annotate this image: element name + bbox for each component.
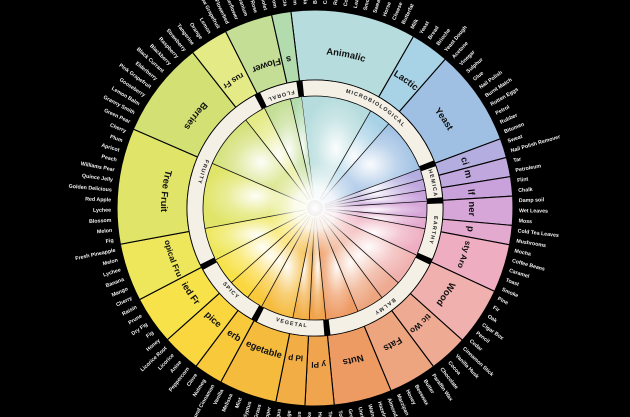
family-ring-segment[interactable] <box>259 80 300 108</box>
aroma-descriptor-label[interactable]: Peach <box>101 154 118 163</box>
aroma-descriptor-label[interactable]: Golden Delicious <box>68 184 112 194</box>
aroma-descriptor-label[interactable]: Petroleum <box>515 163 542 174</box>
aroma-descriptor-label[interactable]: Wet Leaves <box>519 208 548 214</box>
aroma-descriptor-label[interactable]: Moss <box>518 218 532 225</box>
aroma-descriptor-label[interactable]: Fig <box>145 330 155 340</box>
aroma-descriptor-label[interactable]: Cold Tea Leaves <box>517 228 559 239</box>
family-label: EARTHY <box>427 216 438 246</box>
aroma-descriptor-label[interactable]: Tea <box>326 411 333 417</box>
segment-label: Nuts <box>342 353 365 369</box>
family-ring-segment[interactable] <box>417 202 444 260</box>
family-ring-segment[interactable] <box>301 79 435 168</box>
aroma-descriptor-label[interactable]: Sweat <box>372 0 382 14</box>
aroma-descriptor-label[interactable]: Lychee <box>93 208 111 214</box>
aroma-descriptor-label[interactable]: Acacia <box>301 0 308 4</box>
aroma-descriptor-label[interactable]: Chalk <box>518 187 533 194</box>
aroma-descriptor-label[interactable]: Leather <box>353 0 363 9</box>
aroma-descriptor-label[interactable]: Mushrooms <box>516 238 547 249</box>
aroma-descriptor-label[interactable]: Fir <box>492 305 501 314</box>
aroma-descriptor-label[interactable]: Walnut <box>366 404 377 417</box>
aroma-descriptor-label[interactable]: Raw Meat <box>333 0 341 5</box>
aroma-descriptor-label[interactable]: Smoked Meat <box>363 0 377 11</box>
aroma-descriptor-label[interactable]: Unripe Nuts <box>356 406 368 417</box>
aroma-descriptor-label[interactable]: White Asparagus <box>294 411 303 417</box>
aroma-descriptor-label[interactable]: Blossom <box>89 218 112 225</box>
aroma-descriptor-label[interactable]: Oak <box>486 314 498 324</box>
aroma-descriptor-label[interactable]: Cabbage <box>284 410 293 417</box>
aroma-descriptor-label[interactable]: Green Tobacco <box>346 409 359 417</box>
aroma-descriptor-label[interactable]: Hay <box>316 412 322 417</box>
aroma-descriptor-label[interactable]: Mint <box>234 397 244 410</box>
family-ring-segment[interactable] <box>420 165 444 200</box>
aroma-descriptor-label[interactable]: Cherry <box>109 123 127 135</box>
aroma-descriptor-label[interactable]: Tobacco <box>336 410 345 417</box>
center-glow <box>269 162 361 254</box>
aroma-descriptor-label[interactable]: Fig <box>105 238 114 245</box>
aroma-descriptor-label[interactable]: Apricot <box>101 143 121 154</box>
aroma-descriptor-label[interactable]: Horse <box>382 1 393 17</box>
aroma-descriptor-label[interactable]: Tar <box>513 156 522 164</box>
aroma-descriptor-label[interactable]: Green Pepper <box>259 406 273 417</box>
family-ring-segment[interactable] <box>202 261 261 320</box>
aroma-descriptor-label[interactable]: Red Apple <box>85 197 111 204</box>
aroma-sector-group <box>116 9 514 407</box>
aroma-descriptor-label[interactable]: Melon <box>102 258 118 268</box>
family-ring-segment[interactable] <box>186 94 263 266</box>
aroma-descriptor-label[interactable]: Violet <box>259 0 268 11</box>
aroma-descriptor-label[interactable]: Melon <box>97 228 113 236</box>
aroma-descriptor-label[interactable]: Acacia <box>279 0 287 7</box>
aroma-descriptor-label[interactable]: Green Asparagus <box>269 408 283 417</box>
aroma-descriptor-label[interactable]: Flint <box>517 177 529 184</box>
aroma-descriptor-label[interactable]: Lychee <box>103 267 122 278</box>
aroma-descriptor-label[interactable]: Chestnut Blossom <box>287 0 298 6</box>
aroma-descriptor-label[interactable]: Toast <box>505 277 520 288</box>
aroma-descriptor-label[interactable]: Artichoke <box>306 412 313 417</box>
aroma-descriptor-label[interactable]: Damp soil <box>519 197 545 204</box>
aroma-descriptor-label[interactable]: Pine <box>496 296 509 306</box>
family-ring-segment[interactable] <box>255 307 326 337</box>
aroma-descriptor-label[interactable]: Cooked Meat <box>343 0 354 7</box>
aroma-descriptor-label[interactable]: Sweat <box>507 134 524 145</box>
aroma-descriptor-label[interactable]: Plum <box>109 134 123 144</box>
family-ring-segment[interactable] <box>327 256 431 336</box>
aroma-descriptor-label[interactable]: Quince Jelly <box>82 173 114 183</box>
aroma-descriptor-label[interactable]: Black Truffles <box>313 0 319 4</box>
inner-wedge-fade <box>322 201 428 218</box>
aroma-descriptor-label[interactable]: Cat's Pee <box>323 0 330 4</box>
aroma-descriptor-label[interactable]: Milk <box>410 18 420 30</box>
aroma-descriptor-label[interactable]: Rose <box>249 0 259 14</box>
aroma-descriptor-label[interactable]: Mocha <box>514 248 532 257</box>
